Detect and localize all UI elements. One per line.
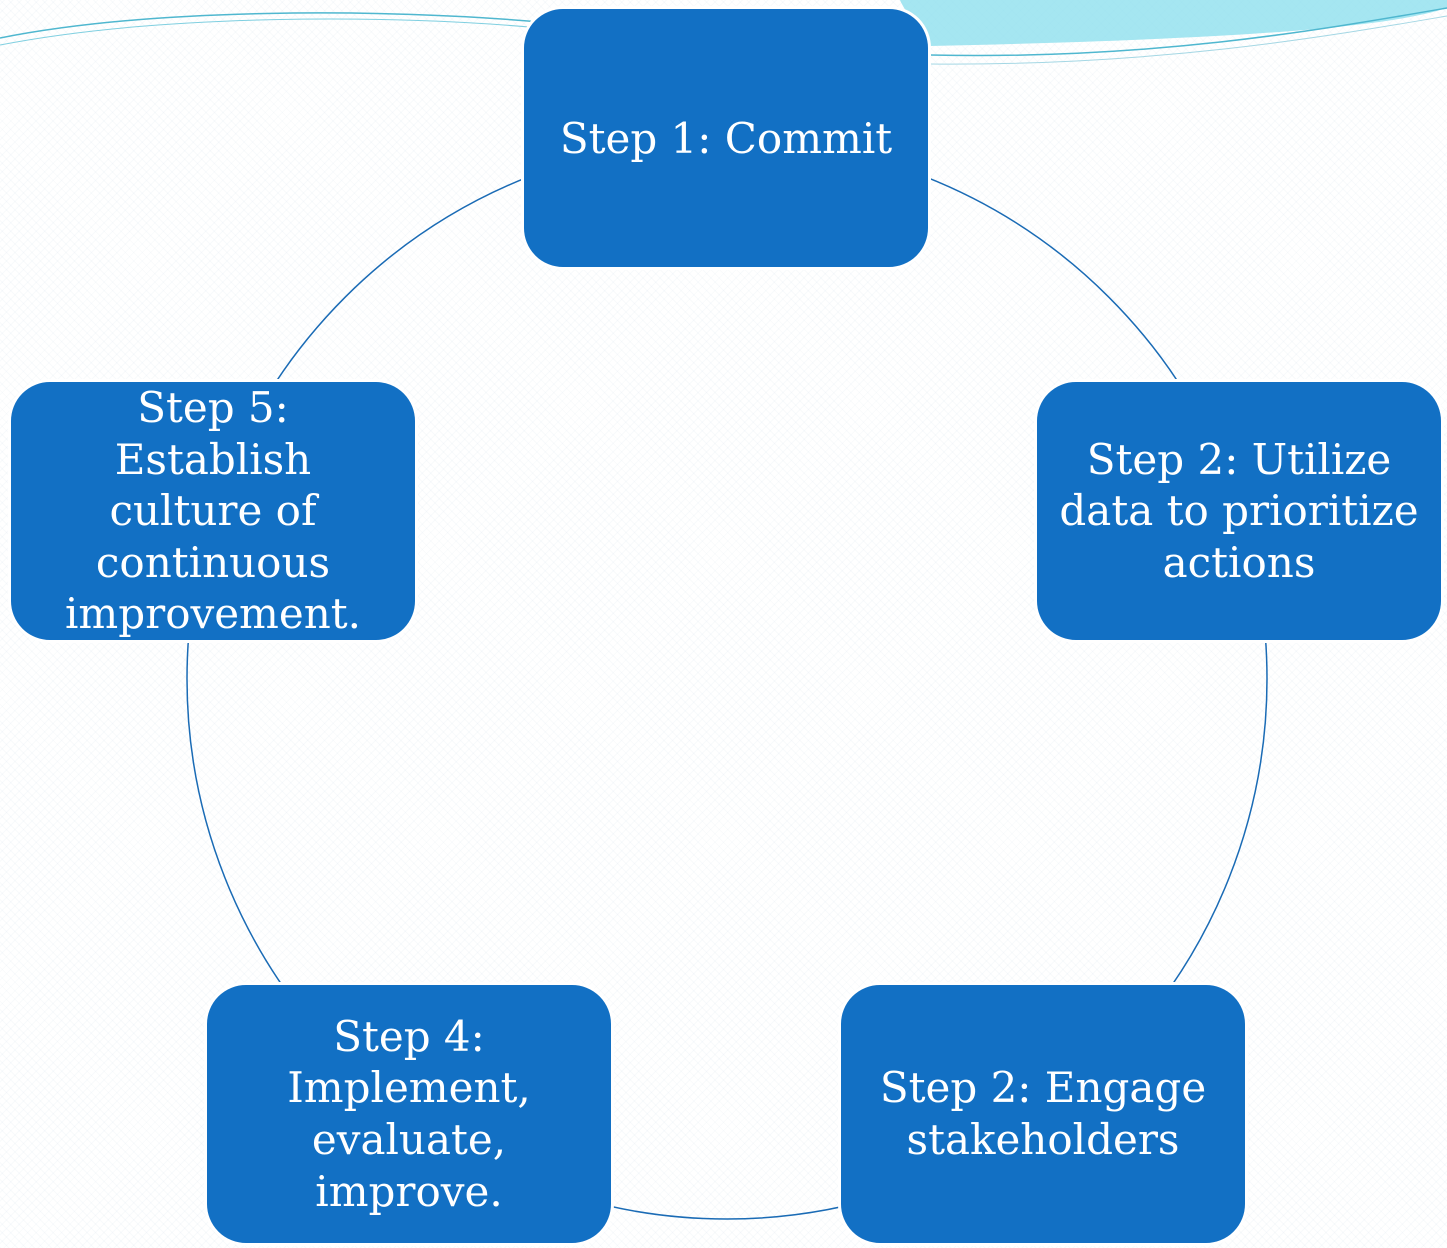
step-1-box: Step 1: Commit — [521, 6, 931, 270]
step-2-utilize-box: Step 2: Utilize data to prioritize actio… — [1034, 379, 1444, 643]
step-1-label: Step 1: Commit — [559, 114, 893, 163]
swoosh-line-3 — [929, 7, 1447, 57]
step-2-engage-label: Step 2: Engage stakeholders — [879, 1063, 1207, 1164]
step-2-utilize-label: Step 2: Utilize data to prioritize actio… — [1059, 434, 1419, 587]
step-4-label: Step 4: Implement, evaluate, improve. — [287, 1011, 531, 1216]
swoosh-line-2 — [0, 18, 541, 46]
step-4-box: Step 4: Implement, evaluate, improve. — [204, 982, 614, 1246]
swoosh-line-4 — [929, 15, 1447, 65]
step-5-box: Step 5: Establish culture of continuous … — [8, 379, 418, 643]
step-5-label: Step 5: Establish culture of continuous … — [64, 382, 362, 639]
step-2-engage-box: Step 2: Engage stakeholders — [838, 982, 1248, 1246]
swoosh-line-1 — [0, 12, 541, 39]
swoosh-band — [900, 0, 1447, 46]
